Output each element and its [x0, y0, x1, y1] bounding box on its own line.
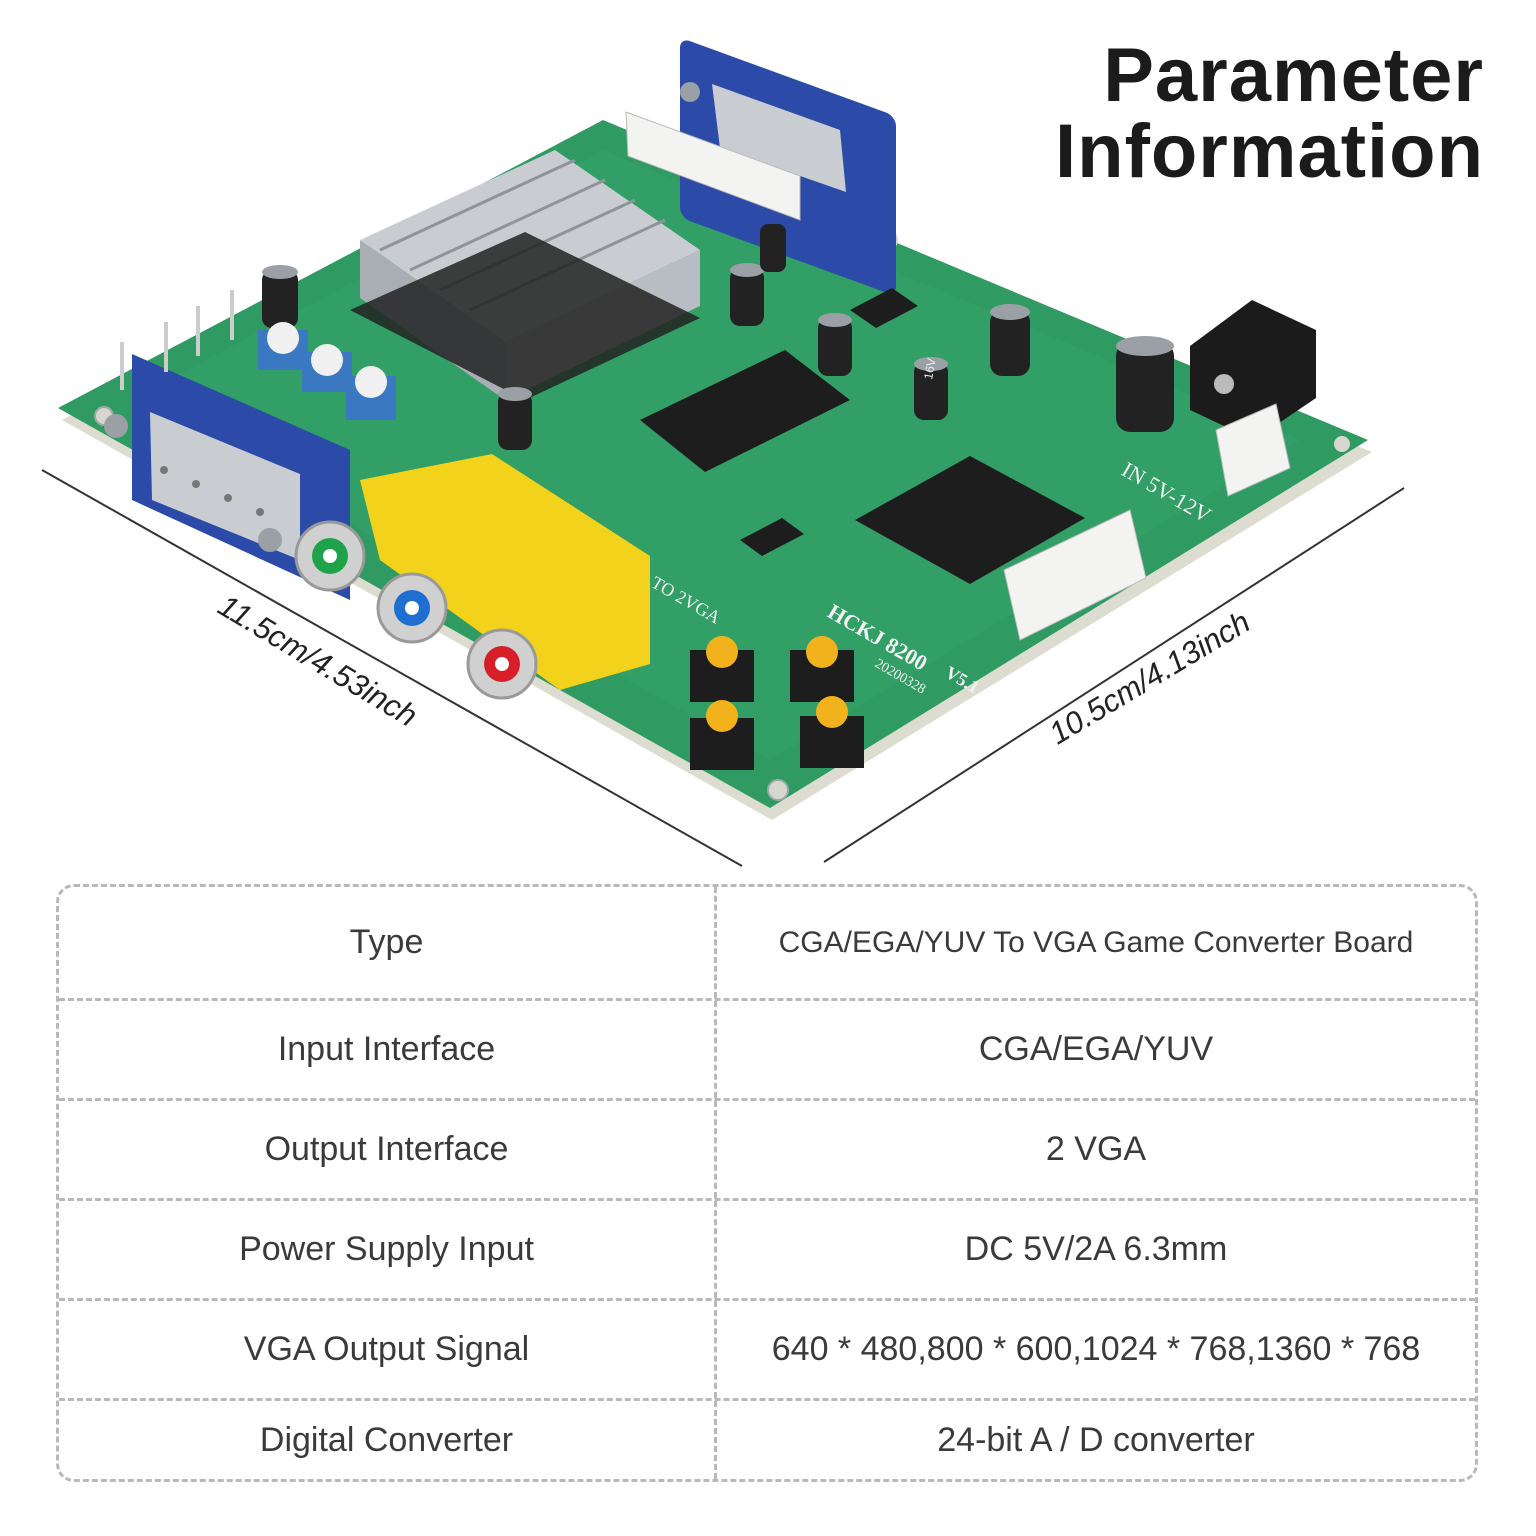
dc-power-jack	[1190, 300, 1316, 440]
table-row: Digital Converter 24-bit A / D converter	[59, 1401, 1475, 1479]
vga-connector-top	[680, 40, 896, 294]
power-header	[1215, 403, 1291, 497]
spec-value: 24-bit A / D converter	[937, 1420, 1255, 1459]
mount-hole	[767, 779, 789, 801]
dimension-line-right	[823, 487, 1405, 863]
page-title: Parameter Information	[1055, 38, 1484, 190]
capacitor-label: 16V	[921, 357, 938, 380]
spec-value: 640 * 480,800 * 600,1024 * 768,1360 * 76…	[771, 1330, 1421, 1368]
spec-key: Digital Converter	[59, 1401, 717, 1479]
table-row: VGA Output Signal 640 * 480,800 * 600,10…	[59, 1301, 1475, 1401]
table-row: Type CGA/EGA/YUV To VGA Game Converter B…	[59, 887, 1475, 1001]
vga-connector-left	[104, 354, 350, 600]
title-line-1: Parameter	[1103, 33, 1484, 118]
capacitor-group	[262, 224, 1174, 450]
pin-header-right	[1003, 509, 1147, 641]
dimension-line-left	[41, 469, 743, 867]
spec-value: CGA/EGA/YUV	[978, 1030, 1214, 1068]
spec-key: Input Interface	[59, 1001, 717, 1098]
pin-row	[120, 290, 234, 390]
table-row: Input Interface CGA/EGA/YUV	[59, 1001, 1475, 1101]
spec-value: CGA/EGA/YUV To VGA Game Converter Board	[778, 925, 1414, 959]
rca-jacks	[294, 520, 538, 700]
small-chip	[740, 518, 804, 556]
trimmer-potentiometers	[258, 322, 396, 420]
table-row: Output Interface 2 VGA	[59, 1101, 1475, 1201]
spec-table: Type CGA/EGA/YUV To VGA Game Converter B…	[56, 884, 1478, 1482]
pin-header-top	[625, 111, 801, 221]
tact-buttons	[690, 636, 864, 770]
memory-chip	[640, 350, 850, 472]
converter-board-illustration: HCKJ 8200 V5.1 20200328 IN 5V-12V TO 2VG…	[41, 40, 1405, 867]
spec-key: VGA Output Signal	[59, 1301, 717, 1398]
mount-hole	[1334, 436, 1350, 452]
main-chip	[350, 232, 700, 400]
spec-value: DC 5V/2A 6.3mm	[964, 1230, 1228, 1268]
processor-chip	[855, 456, 1085, 584]
spec-key: Type	[59, 887, 717, 998]
spec-key: Power Supply Input	[59, 1201, 717, 1298]
small-chip	[850, 288, 918, 328]
spec-value: 2 VGA	[1045, 1130, 1147, 1168]
title-line-2: Information	[1055, 109, 1484, 194]
spec-key: Output Interface	[59, 1101, 717, 1198]
rca-housing	[360, 454, 650, 690]
table-row: Power Supply Input DC 5V/2A 6.3mm	[59, 1201, 1475, 1301]
